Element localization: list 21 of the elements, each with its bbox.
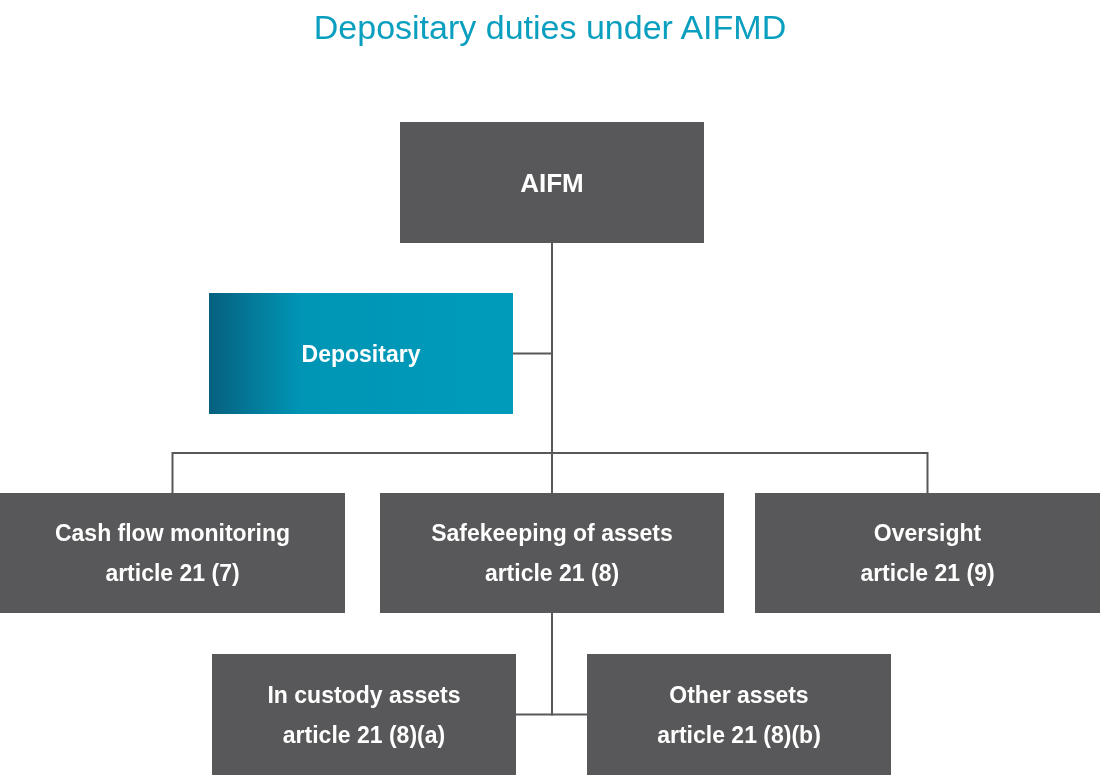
org-box — [380, 493, 724, 613]
org-box — [755, 493, 1100, 613]
org-box — [212, 654, 516, 775]
box-subtext: article 21 (9) — [860, 559, 995, 588]
org-box — [400, 122, 704, 243]
box-heading: Safekeeping of assets — [431, 519, 673, 548]
box-heading: AIFM — [520, 166, 584, 200]
box-heading: Other assets — [669, 680, 809, 710]
org-box — [0, 493, 345, 613]
diagram-title: Depositary duties under AIFMD — [312, 8, 788, 47]
box-heading: Cash flow monitoring — [54, 519, 291, 548]
box-heading: Depositary — [301, 339, 421, 369]
box-subtext: article 21 (8) — [484, 559, 620, 588]
box-heading: Oversight — [873, 519, 982, 548]
box-subtext: article 21 (7) — [105, 559, 240, 588]
box-heading: In custody assets — [267, 680, 461, 710]
box-subtext: article 21 (8)(b) — [657, 720, 821, 750]
box-subtext: article 21 (8)(a) — [282, 720, 446, 750]
org-box — [587, 654, 891, 775]
connector-line — [551, 612, 588, 716]
highlight-box — [209, 293, 513, 414]
